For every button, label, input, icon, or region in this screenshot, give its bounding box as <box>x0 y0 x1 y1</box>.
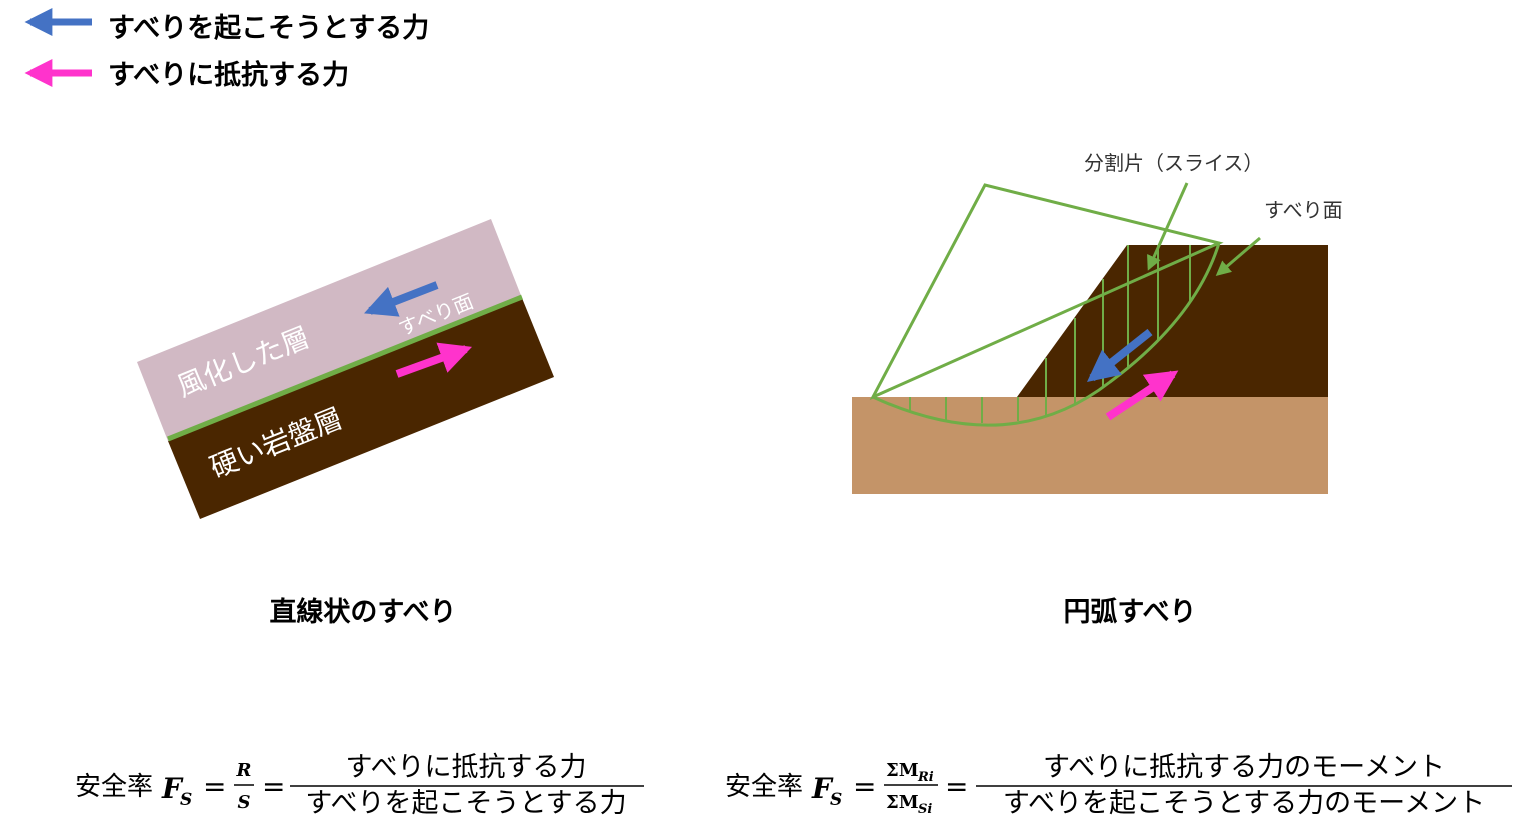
slip-surface-line <box>167 294 523 442</box>
planar-slide-figure: 風化した層 すべり面 硬い岩盤層 <box>137 219 554 519</box>
ratio-numerator: R <box>236 760 252 781</box>
driving-force-arrow <box>1086 328 1153 382</box>
moment-numerator: ΣM <box>886 760 919 781</box>
ground-layer <box>852 397 1328 494</box>
slip-pointer-arrow <box>1215 236 1261 276</box>
legend-item-resisting: すべりに抵抗する力 <box>24 59 349 91</box>
driving-force-arrow <box>364 281 439 317</box>
weathered-layer <box>137 219 522 441</box>
equals-sign: = <box>203 770 226 803</box>
fs-subscript: S <box>180 790 192 810</box>
moment-denominator-subscript: Si <box>918 802 932 817</box>
formula-numerator: すべりに抵抗する力のモーメント <box>1043 752 1445 783</box>
circular-slide-figure: 分割片（スライス） すべり面 <box>852 151 1343 494</box>
moment-denominator: ΣM <box>886 792 919 813</box>
slip-circle-outline <box>869 183 1224 401</box>
fs-symbol: F <box>811 772 834 805</box>
safety-factor-formula-circular: 安全率 F S = ΣM Ri ΣM Si = すべりに抵抗する力のモーメント … <box>725 752 1512 819</box>
formula-denominator: すべりを起こそうとする力のモーメント <box>1003 788 1485 819</box>
formula-prefix: 安全率 <box>725 772 803 802</box>
moment-numerator-subscript: Ri <box>917 770 934 785</box>
equals-sign: = <box>262 770 285 803</box>
circular-slip-label: すべり面 <box>1264 198 1343 222</box>
resisting-force-arrow <box>1105 370 1179 421</box>
fs-subscript: S <box>830 790 842 810</box>
legend-label-resisting: すべりに抵抗する力 <box>108 59 349 91</box>
resisting-force-arrow <box>395 342 473 378</box>
formula-prefix: 安全率 <box>75 772 153 802</box>
formula-denominator: すべりを起こそうとする力 <box>305 788 626 819</box>
safety-factor-formula-planar: 安全率 F S = R S = すべりに抵抗する力 すべりを起こそうとする力 <box>75 752 644 819</box>
equals-sign: = <box>853 770 876 803</box>
formula-numerator: すべりに抵抗する力 <box>345 752 586 783</box>
equals-sign: = <box>945 770 968 803</box>
legend-item-driving: すべりを起こそうとする力 <box>24 7 429 44</box>
legend-label-driving: すべりを起こそうとする力 <box>108 13 429 44</box>
planar-caption: 直線状のすべり <box>269 596 456 628</box>
fs-symbol: F <box>161 772 184 805</box>
legend: すべりを起こそうとする力 すべりに抵抗する力 <box>24 7 429 91</box>
slice-pointer-arrow <box>1147 182 1189 271</box>
slice-label: 分割片（スライス） <box>1084 151 1263 175</box>
ratio-denominator: S <box>238 792 251 813</box>
circular-caption: 円弧すべり <box>1063 597 1196 628</box>
